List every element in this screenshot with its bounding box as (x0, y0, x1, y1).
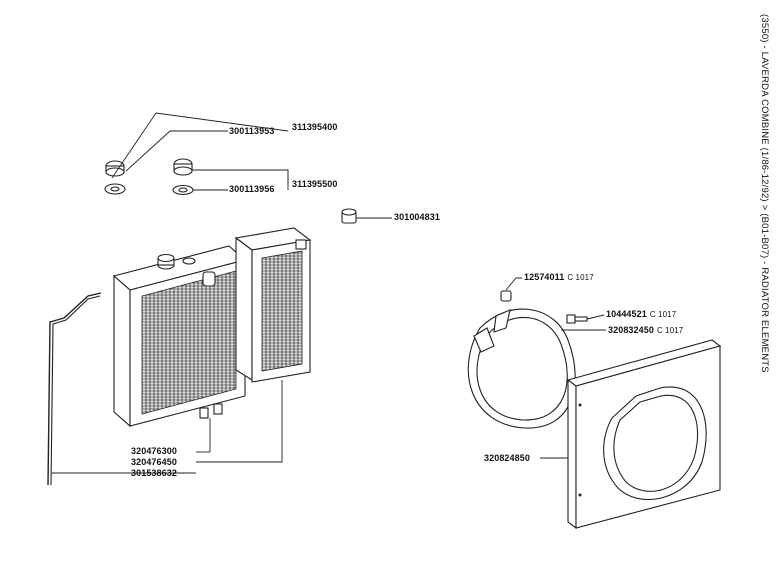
label-300113956: 300113956 (229, 184, 275, 194)
radiator-main (112, 245, 247, 428)
gasket-300113953 (104, 183, 126, 195)
label-311395500: 311395500 (292, 179, 338, 189)
nut-12574011 (500, 290, 512, 302)
cap-300113953 (105, 160, 125, 177)
leader-300113953 (125, 130, 228, 172)
leader-320476450 (196, 380, 283, 463)
seal-ring-320832450 (467, 308, 576, 429)
label-300113953: 300113953 (229, 126, 275, 136)
leader-10444521 (586, 314, 605, 320)
label-311395400: 311395400 (292, 122, 338, 132)
label-320824850: 320824850 (484, 453, 530, 463)
label-301004831: 301004831 (394, 212, 440, 222)
cap-300113956 (173, 158, 193, 176)
leader-311395400 (111, 112, 289, 179)
leader-12574011 (505, 277, 522, 291)
diagram-title: (3550) - LAVERDA COMBINE (1/86-12/92) > … (759, 14, 770, 373)
bolt-10444521 (566, 314, 588, 324)
label-301538632: 301538632 (131, 468, 177, 478)
radiator-secondary (234, 227, 312, 383)
gasket-300113956 (172, 184, 194, 196)
plug-301004831 (341, 208, 357, 224)
leader-311395500 (192, 169, 289, 184)
label-320476450: 320476450 (131, 457, 177, 467)
fan-shroud-320824850 (566, 339, 722, 530)
stay-rod-301538632 (47, 292, 102, 486)
label-320476300: 320476300 (131, 446, 177, 456)
